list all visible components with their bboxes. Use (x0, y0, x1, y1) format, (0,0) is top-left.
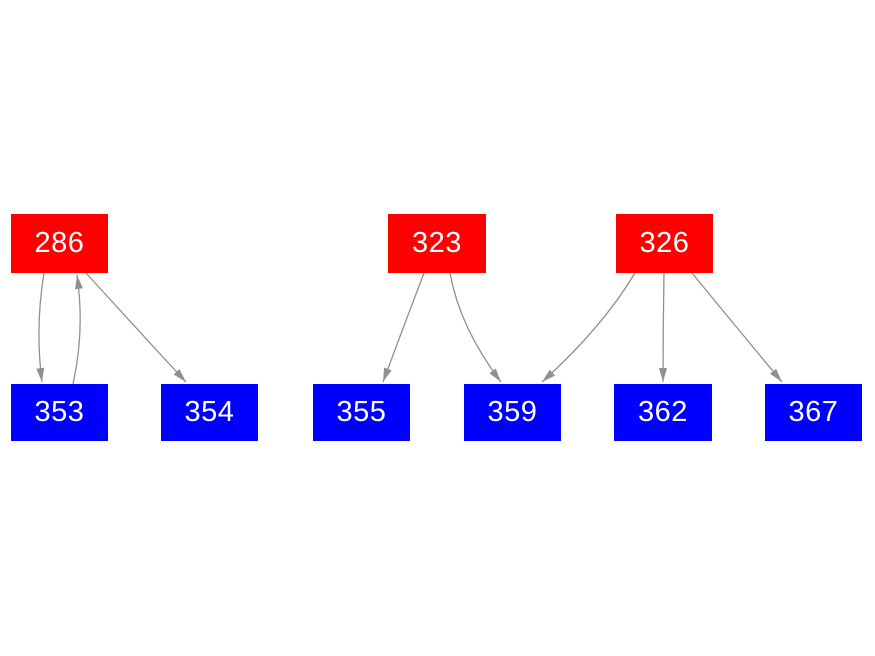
edge-326-362 (659, 272, 668, 383)
edge-323-359 (449, 272, 502, 383)
graph-node-353: 353 (11, 384, 108, 441)
graph-node-359: 359 (464, 384, 561, 441)
edge-286-354 (85, 272, 187, 383)
graph-node-286: 286 (11, 214, 108, 273)
graph-node-326: 326 (616, 214, 713, 273)
graph-node-362: 362 (614, 384, 712, 441)
edge-group (36, 272, 783, 385)
edge-286-353 (36, 272, 45, 383)
graph-node-323: 323 (388, 214, 486, 273)
graph-node-355: 355 (313, 384, 410, 441)
edge-323-355 (382, 272, 425, 383)
graph-node-354: 354 (161, 384, 258, 441)
edge-326-367 (691, 272, 783, 383)
edge-353-286 (72, 274, 83, 385)
graph-node-367: 367 (765, 384, 862, 441)
edge-326-359 (541, 272, 636, 383)
